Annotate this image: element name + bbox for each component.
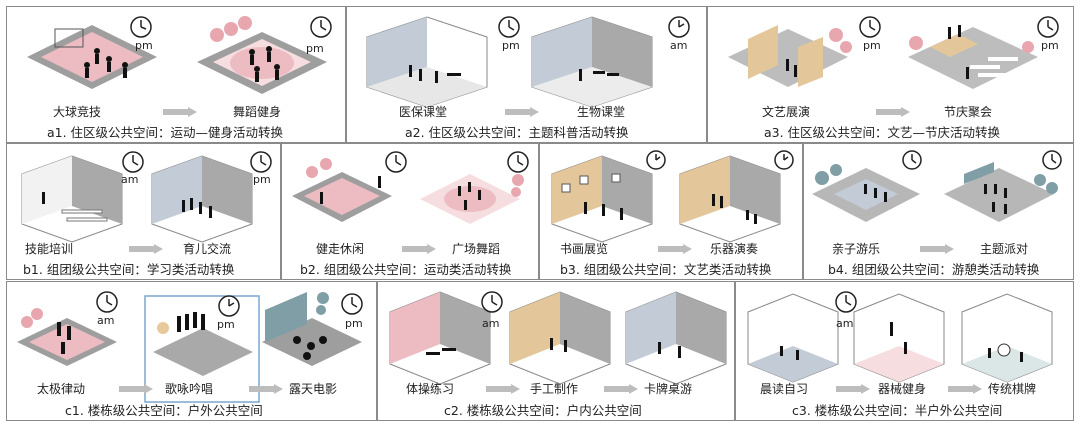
panel-a1: pm pm 大球竞技 舞蹈健身 a1. 住区级公共空间：运动—健身活动转换 <box>6 6 346 143</box>
clock-icon <box>341 293 363 315</box>
panel-b3: 书画展览 乐器演奏 b3. 组团级公共空间：文艺类活动转换 <box>539 143 803 280</box>
clock-icon <box>1042 150 1062 170</box>
transition-arrow <box>920 244 954 254</box>
activity-label: 广场舞蹈 <box>452 242 501 256</box>
panel-caption: c1. 楼栋级公共空间：户外公共空间 <box>65 403 263 418</box>
clock-icon <box>507 151 529 173</box>
activity-label: 育儿交流 <box>183 242 232 256</box>
transition-arrow <box>129 244 163 254</box>
c2-illustration <box>389 291 727 385</box>
panel-b4: 亲子游乐 主题派对 b4. 组团级公共空间：游憩类活动转换 <box>803 143 1074 280</box>
activity-label: 体操练习 <box>406 382 455 396</box>
transition-arrow <box>163 107 197 117</box>
clock-icon <box>1037 16 1059 38</box>
transition-arrow <box>658 244 692 254</box>
clock-icon <box>122 151 144 173</box>
clock-icon <box>498 16 520 38</box>
panel-caption: b1. 组团级公共空间：学习类活动转换 <box>23 262 235 277</box>
transition-arrow <box>948 384 982 394</box>
transition-arrow <box>836 384 870 394</box>
panel-caption: a1. 住区级公共空间：运动—健身活动转换 <box>47 125 284 140</box>
clock-icon <box>902 150 922 170</box>
panel-c1: am pm pm 太极律动 歌咏吟唱 露天电影 c1. 楼栋级公共空间：户外公共… <box>6 281 377 421</box>
activity-label: 卡牌桌游 <box>644 382 693 396</box>
panel-a2: pm am 医保课堂 生物课堂 a2. 住区级公共空间：主题科普活动转换 <box>346 6 707 143</box>
panel-caption: b3. 组团级公共空间：文艺类活动转换 <box>560 262 772 277</box>
panel-b2: 健走休闲 广场舞蹈 b2. 组团级公共空间：运动类活动转换 <box>281 143 539 280</box>
panel-c3: am 晨读自习 器械健身 传统棋牌 c3. 楼栋级公共空间：半户外公共空间 <box>735 281 1074 421</box>
activity-label: 手工制作 <box>530 382 579 396</box>
transition-arrow <box>249 384 283 394</box>
time-of-day: pm <box>1041 39 1059 52</box>
b4-illustration <box>812 150 1062 222</box>
clock-icon <box>130 16 152 38</box>
activity-label: 生物课堂 <box>577 105 626 119</box>
transition-arrow <box>505 107 539 117</box>
activity-label: 舞蹈健身 <box>233 105 282 119</box>
b1-illustration <box>21 151 272 243</box>
activity-label: 太极律动 <box>37 382 86 396</box>
activity-label: 乐器演奏 <box>710 242 759 256</box>
time-of-day: am <box>97 314 115 327</box>
time-of-day: pm <box>217 318 235 331</box>
clock-icon <box>646 150 666 170</box>
time-of-day: pm <box>502 39 520 52</box>
activity-label: 主题派对 <box>980 242 1029 256</box>
panel-c2: am 体操练习 手工制作 卡牌桌游 c2. 楼栋级公共空间：户内公共空间 <box>377 281 735 421</box>
panel-caption: a3. 住区级公共空间：文艺—节庆活动转换 <box>764 125 1001 140</box>
time-of-day: am <box>670 39 688 52</box>
activity-label: 节庆聚会 <box>944 105 993 119</box>
clock-icon <box>218 295 240 317</box>
b2-illustration <box>292 151 529 224</box>
time-of-day: am <box>121 173 139 186</box>
activity-label: 技能培训 <box>25 242 74 256</box>
activity-label: 传统棋牌 <box>988 382 1037 396</box>
a3-illustration <box>728 16 1059 89</box>
transition-arrow <box>486 384 520 394</box>
activity-label: 晨读自习 <box>760 382 809 396</box>
panel-a3: pm pm 文艺展演 节庆聚会 a3. 住区级公共空间：文艺—节庆活动转换 <box>707 6 1074 143</box>
activity-label: 歌咏吟唱 <box>165 382 214 396</box>
panel-caption: c3. 楼栋级公共空间：半户外公共空间 <box>792 403 1003 418</box>
a2-illustration <box>366 16 690 108</box>
panel-caption: a2. 住区级公共空间：主题科普活动转换 <box>405 125 629 140</box>
panel-caption: b2. 组团级公共空间：运动类活动转换 <box>300 262 512 277</box>
time-of-day: pm <box>253 173 271 186</box>
activity-label: 文艺展演 <box>762 105 811 119</box>
c3-illustration <box>747 291 1053 383</box>
clock-icon <box>250 151 272 173</box>
transition-arrow <box>604 384 638 394</box>
clock-icon <box>385 151 407 173</box>
panel-b1: am pm 技能培训 育儿交流 b1. 组团级公共空间：学习类活动转换 <box>6 143 281 280</box>
time-of-day: pm <box>863 39 881 52</box>
clock-icon <box>668 16 690 38</box>
panel-caption: c2. 楼栋级公共空间：户内公共空间 <box>444 403 642 418</box>
activity-label: 健走休闲 <box>316 242 365 256</box>
clock-icon <box>774 150 794 170</box>
c1-illustration <box>17 291 363 403</box>
clock-icon <box>96 291 118 313</box>
transition-arrow <box>402 244 436 254</box>
transition-arrow <box>119 384 153 394</box>
activity-label: 大球竞技 <box>53 105 102 119</box>
clock-icon <box>859 16 881 38</box>
panel-caption: b4. 组团级公共空间：游憩类活动转换 <box>828 262 1040 277</box>
time-of-day: pm <box>345 317 363 330</box>
clock-icon <box>835 291 857 313</box>
a1-illustration <box>27 16 332 94</box>
time-of-day: pm <box>306 42 324 55</box>
activity-label: 医保课堂 <box>399 105 448 119</box>
b3-illustration <box>551 150 794 243</box>
activity-label: 器械健身 <box>878 382 927 396</box>
activity-label: 亲子游乐 <box>832 242 881 256</box>
time-of-day: am <box>482 317 500 330</box>
time-of-day: am <box>836 317 854 330</box>
transition-arrow <box>876 107 910 117</box>
activity-label: 书画展览 <box>560 242 609 256</box>
clock-icon <box>310 16 332 38</box>
clock-icon <box>481 291 503 313</box>
activity-label: 露天电影 <box>289 382 338 396</box>
time-of-day: pm <box>135 39 153 52</box>
